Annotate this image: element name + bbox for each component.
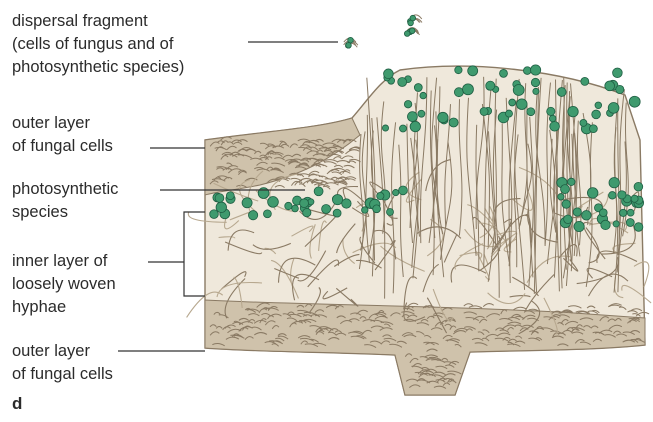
algal-cell	[210, 210, 219, 219]
label-dispersal-fragment: dispersal fragment (cells of fungus and …	[12, 10, 184, 79]
algal-cell	[527, 108, 535, 116]
algal-cell	[634, 223, 643, 232]
algal-cell	[531, 78, 539, 86]
algal-cell	[420, 92, 427, 99]
leader-inner-bracket	[184, 212, 205, 296]
algal-cell	[530, 65, 540, 75]
algal-cell	[631, 195, 638, 202]
algal-cell	[480, 107, 488, 115]
dispersal-fragment-cell	[346, 43, 352, 49]
algal-cell	[561, 185, 570, 194]
algal-cell	[595, 102, 602, 109]
algal-cell	[513, 85, 524, 96]
algal-cell	[626, 219, 634, 227]
algal-cell	[377, 192, 384, 199]
algal-cell	[382, 125, 388, 131]
algal-cell	[268, 197, 279, 208]
label-outer-layer-top: outer layer of fungal cells	[12, 112, 113, 158]
algal-cell	[568, 106, 578, 116]
algal-cell	[564, 215, 573, 224]
algal-cell	[414, 84, 422, 92]
algal-cell	[533, 88, 539, 94]
algal-cell	[580, 119, 587, 126]
algal-cell	[373, 205, 381, 213]
algal-cell	[517, 99, 528, 110]
algal-cell	[574, 221, 584, 231]
algal-cell	[601, 220, 610, 229]
algal-cell	[303, 208, 311, 216]
algal-cell	[609, 177, 619, 187]
algal-cell	[362, 207, 369, 214]
dispersal-fragment-cell	[404, 31, 410, 37]
label-inner-layer: inner layer of loosely woven hyphae	[12, 250, 116, 319]
algal-cell	[486, 81, 495, 90]
algal-cell	[322, 204, 331, 213]
algal-cell	[608, 103, 619, 114]
algal-cell	[500, 69, 508, 77]
algal-cell	[634, 182, 643, 191]
algal-cell	[404, 100, 411, 107]
label-outer-layer-bottom: outer layer of fungal cells	[12, 340, 113, 386]
algal-cell	[292, 205, 299, 212]
algal-cell	[263, 210, 271, 218]
algal-cell	[216, 202, 226, 212]
algal-cell	[248, 211, 257, 220]
algal-cell	[387, 209, 394, 216]
algal-cell	[418, 110, 425, 117]
algal-cell	[226, 192, 234, 200]
algal-cell	[399, 125, 406, 132]
algal-cell	[285, 202, 292, 209]
algal-cell	[550, 121, 560, 131]
algal-cell	[558, 194, 564, 200]
algal-cell	[407, 112, 417, 122]
algal-cell	[468, 66, 478, 76]
algal-cell	[587, 188, 598, 199]
algal-cell	[449, 118, 458, 127]
algal-cell	[393, 189, 399, 195]
algal-cell	[581, 77, 589, 85]
algal-cell	[562, 200, 570, 208]
algal-cell	[242, 198, 252, 208]
algal-cell	[455, 66, 462, 73]
algal-cell	[582, 211, 592, 221]
algal-cell	[620, 209, 627, 216]
algal-cell	[410, 121, 420, 131]
algal-cell	[568, 178, 575, 185]
algal-cell	[399, 186, 408, 195]
algal-cell	[300, 199, 309, 208]
algal-cell	[505, 110, 512, 117]
algal-cell	[454, 88, 463, 97]
algal-cell	[618, 191, 626, 199]
algal-cell	[629, 96, 640, 107]
panel-letter: d	[12, 394, 22, 414]
algal-cell	[342, 199, 351, 208]
algal-cell	[627, 209, 634, 216]
algal-cell	[314, 187, 323, 196]
algal-cell	[333, 209, 341, 217]
algal-cell	[605, 81, 615, 91]
algal-cell	[573, 208, 581, 216]
algal-cell	[384, 69, 394, 79]
algal-cell	[609, 192, 617, 200]
algal-cell	[557, 88, 566, 97]
algal-cell	[613, 221, 619, 227]
algal-cell	[509, 99, 516, 106]
algal-cell	[589, 125, 597, 133]
algal-cell	[613, 68, 623, 78]
algal-cell	[215, 194, 224, 203]
dispersal-fragment-cell	[408, 20, 414, 26]
algal-cell	[549, 115, 556, 122]
algal-cell	[398, 78, 407, 87]
algal-cell	[332, 194, 342, 204]
label-photosynthetic-species: photosynthetic species	[12, 178, 118, 224]
algal-cell	[547, 107, 555, 115]
algal-cell	[592, 110, 601, 119]
algal-cell	[599, 209, 607, 217]
algal-cell	[438, 112, 448, 122]
algal-cell	[523, 67, 531, 75]
algal-cell	[258, 188, 269, 199]
algal-cell	[616, 85, 624, 93]
algal-cell	[463, 84, 474, 95]
